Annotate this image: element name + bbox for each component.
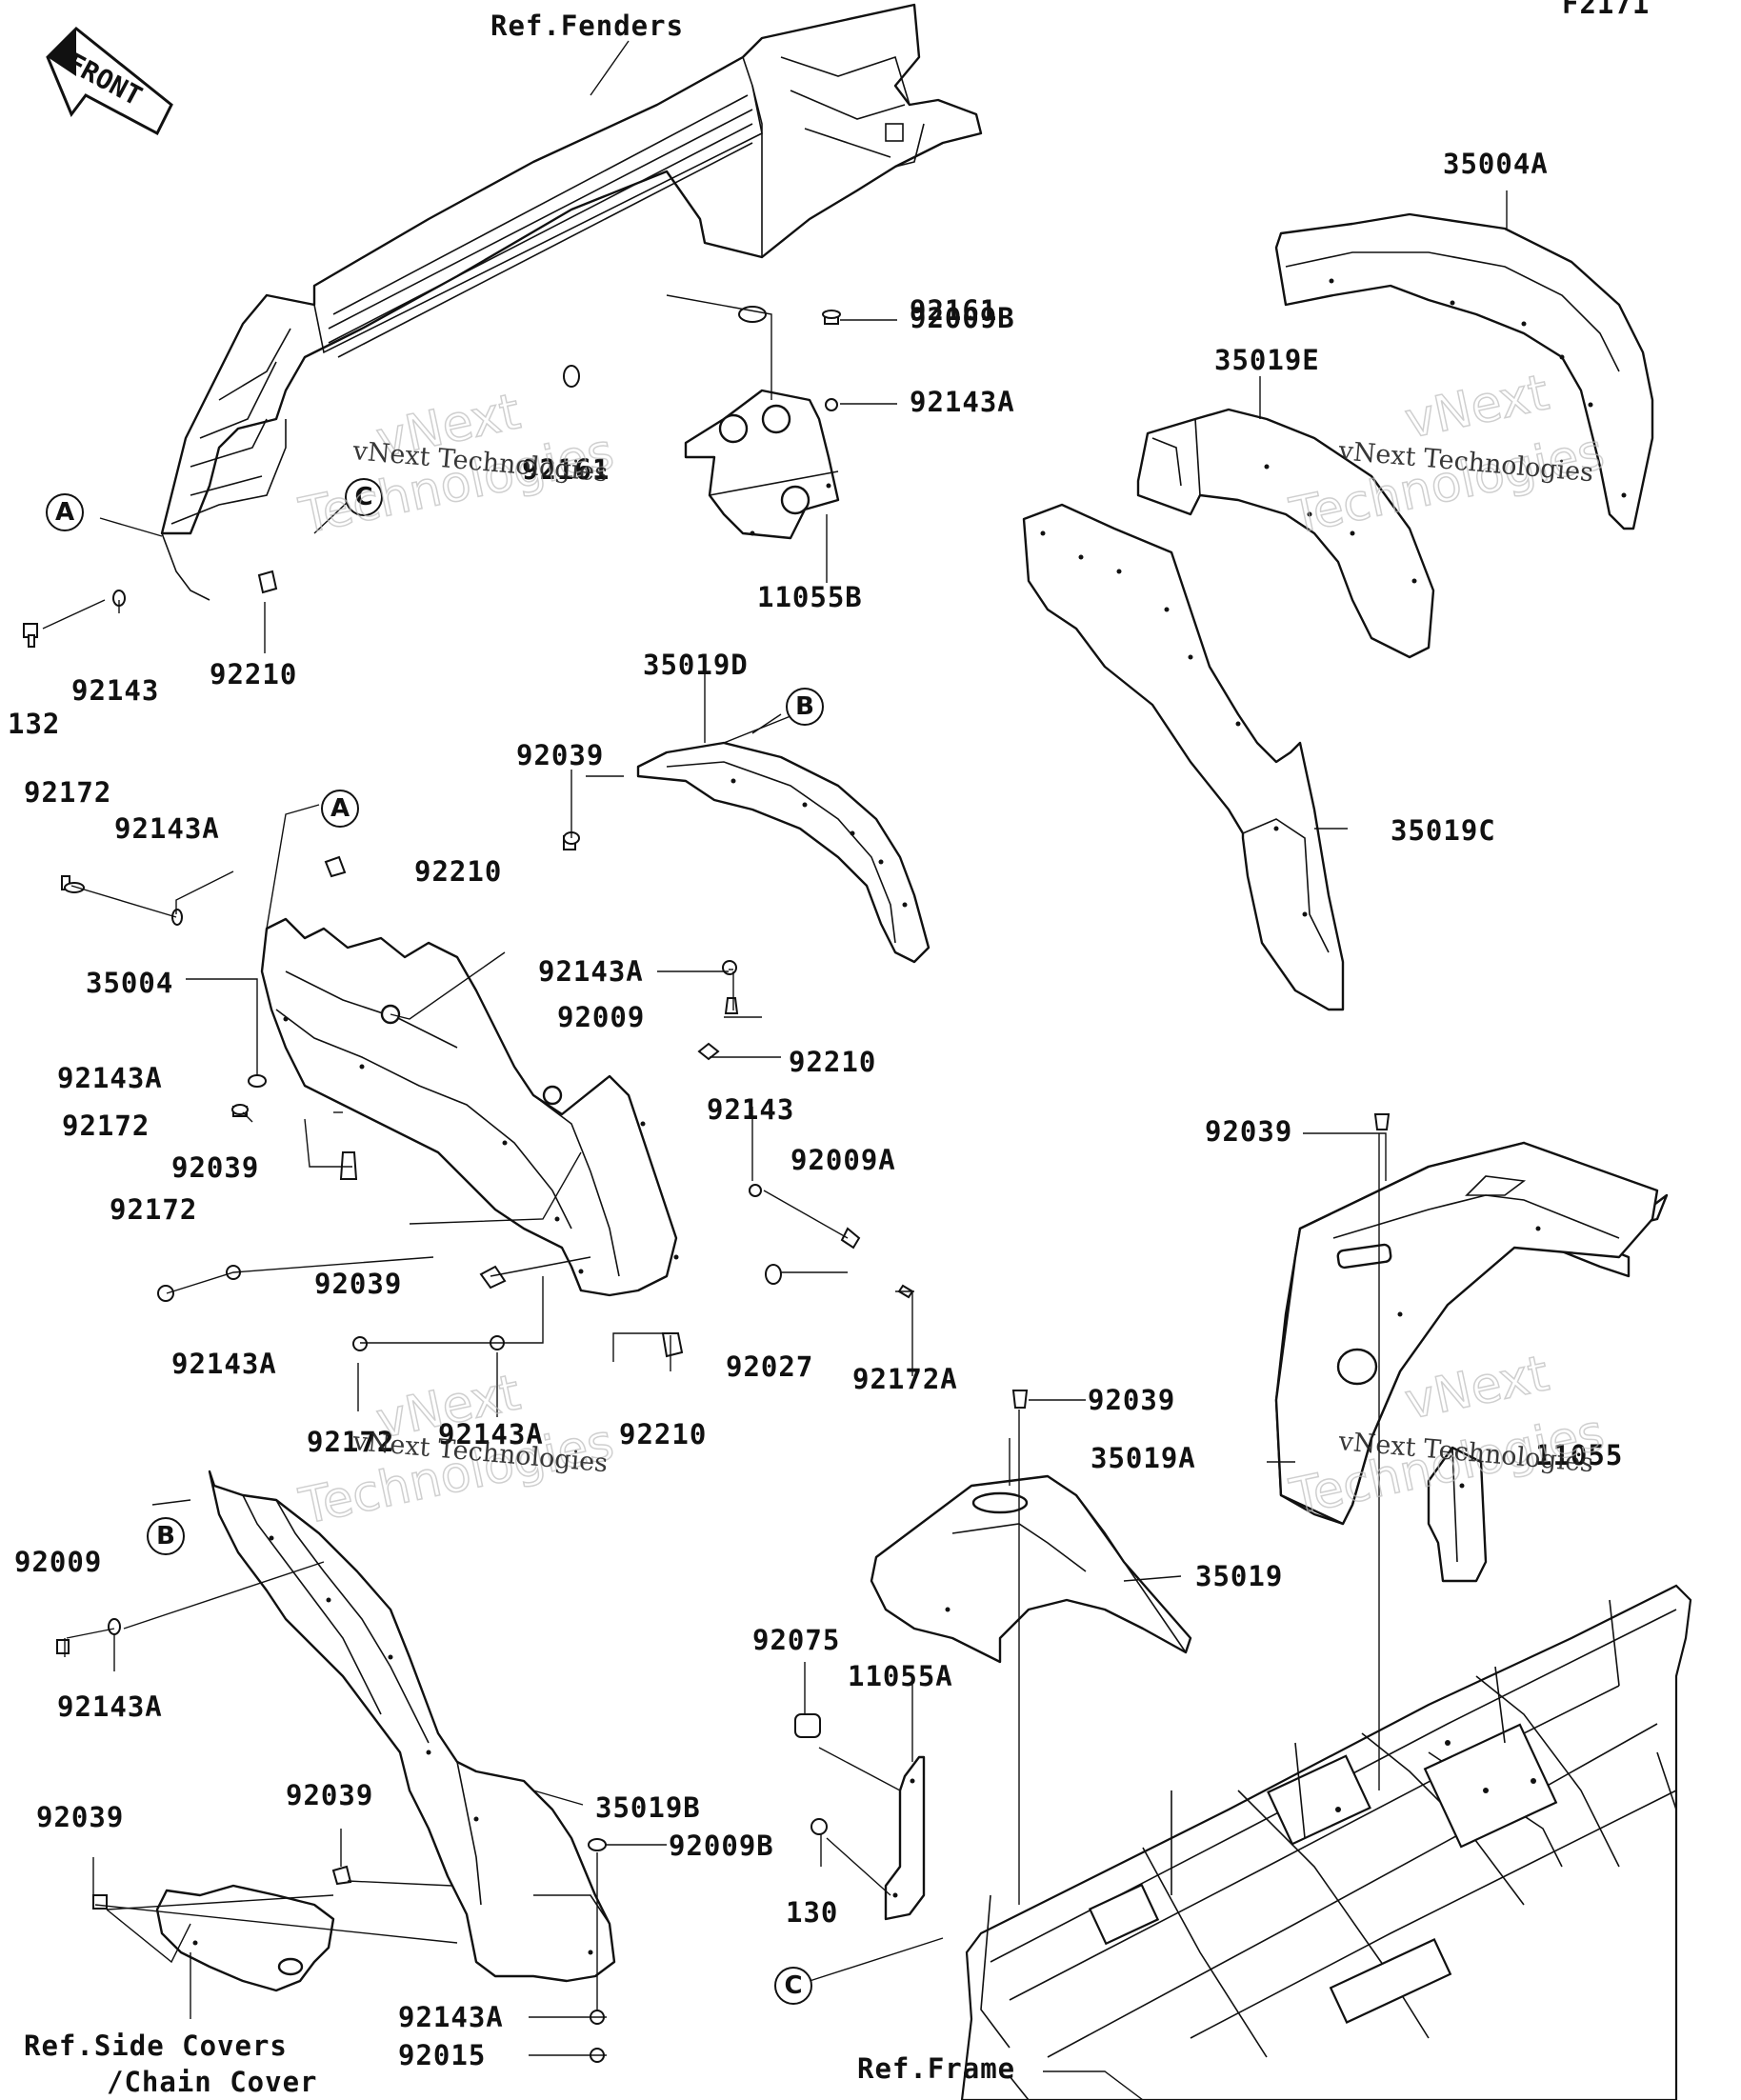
- hardware-items: [23, 306, 1391, 2063]
- part-label: 92009B: [910, 302, 1015, 334]
- part-label: 92210: [789, 1046, 876, 1078]
- part-label: 92039: [171, 1151, 259, 1184]
- ref-chain-cover-label: /Chain Cover: [107, 2066, 318, 2098]
- diagram-code: F2171: [1562, 0, 1650, 20]
- part-label: 92039: [36, 1801, 124, 1833]
- part-label: 92009A: [790, 1144, 896, 1176]
- fender-35019a: [1274, 1141, 1669, 1526]
- callout-a-top: A: [46, 493, 84, 531]
- part-label: 92172: [307, 1426, 394, 1458]
- part-label: 35004: [86, 967, 173, 999]
- part-label: 92172A: [852, 1363, 958, 1395]
- part-label: 11055: [1535, 1439, 1623, 1471]
- part-label: 92039: [314, 1268, 402, 1300]
- part-label: 92015: [398, 2039, 486, 2071]
- part-label: 92172: [62, 1110, 150, 1142]
- front-grille-assembly: [160, 3, 983, 601]
- part-label: 11055B: [757, 581, 863, 613]
- part-label: 92039: [516, 739, 604, 771]
- fender-35019e: [1136, 408, 1435, 659]
- part-label: 92009: [557, 1001, 645, 1033]
- side-cover-ref-part: [155, 1884, 335, 1992]
- part-label: 92027: [726, 1350, 813, 1383]
- ref-fenders-label: Ref.Fenders: [490, 10, 684, 42]
- part-label: 35019E: [1214, 344, 1320, 376]
- bracket-11055: [1427, 1446, 1488, 1583]
- part-label: 92210: [210, 658, 297, 690]
- watermark-top-left: vNext Technologies vNext Technologies: [294, 383, 620, 547]
- part-label: 92143A: [57, 1062, 163, 1094]
- part-label: 35019D: [643, 649, 749, 681]
- callout-c-top: C: [345, 478, 383, 516]
- fender-35019: [870, 1474, 1192, 1664]
- fender-35019c: [1022, 503, 1345, 1011]
- leader-lines: [42, 40, 1508, 2100]
- part-label: 92143: [707, 1093, 794, 1126]
- part-label: 92009: [14, 1546, 102, 1578]
- fender-35019b: [208, 1470, 616, 1983]
- callout-c-bottom: C: [774, 1967, 812, 2005]
- part-label: 92172: [24, 776, 111, 809]
- part-label: 130: [786, 1896, 838, 1929]
- part-label: 92143A: [398, 2001, 504, 2033]
- ref-side-covers-label: Ref.Side Covers: [24, 2030, 288, 2062]
- callout-a-mid: A: [321, 790, 359, 828]
- svg-text:B: B: [156, 1522, 175, 1550]
- part-label: 35019B: [595, 1791, 701, 1824]
- part-label: 92210: [414, 855, 502, 888]
- part-label: 35004A: [1443, 148, 1549, 180]
- fender-35004a: [1274, 212, 1654, 530]
- part-label: 92210: [619, 1418, 707, 1450]
- part-label: 35019: [1195, 1560, 1283, 1592]
- part-label: 132: [8, 708, 60, 740]
- part-label: 92161: [522, 453, 610, 486]
- fender-35004: [260, 917, 679, 1297]
- part-label: 92143A: [438, 1418, 544, 1450]
- bracket-11055a: [884, 1755, 926, 1921]
- svg-text:A: A: [330, 794, 350, 823]
- ref-frame-label: Ref.Frame: [857, 2052, 1015, 2085]
- front-arrow-icon: FRONT: [46, 26, 173, 136]
- callout-b-top: B: [723, 688, 824, 744]
- grommet-icon: [738, 306, 767, 323]
- part-label: 92143A: [910, 386, 1015, 418]
- part-label: 11055A: [848, 1660, 953, 1692]
- frame-assembly: [960, 1584, 1692, 2100]
- svg-text:C: C: [354, 483, 372, 511]
- part-label: 92039: [286, 1779, 373, 1811]
- part-label: 92039: [1088, 1384, 1175, 1416]
- part-labels: 92161 92009B 92143A 92161 11055B 35004A …: [8, 148, 1623, 2071]
- part-label: 92143A: [538, 955, 644, 988]
- part-label: 92143: [71, 674, 159, 707]
- part-label: 92172: [110, 1193, 197, 1226]
- fender-35019d: [636, 741, 931, 964]
- part-label: 92075: [752, 1624, 840, 1656]
- part-label: 92143A: [114, 812, 220, 845]
- part-label: 92161: [910, 294, 997, 327]
- part-label: 92039: [1205, 1115, 1292, 1148]
- svg-text:A: A: [55, 498, 74, 527]
- svg-text:B: B: [795, 692, 814, 721]
- part-label: 92143A: [57, 1690, 163, 1723]
- part-label: 92009B: [669, 1830, 774, 1862]
- part-label: 35019A: [1091, 1442, 1196, 1474]
- callout-b-bottom: B: [147, 1517, 185, 1555]
- part-label: 92143A: [171, 1348, 277, 1380]
- svg-text:C: C: [784, 1971, 802, 2000]
- bracket-11055b: [684, 389, 840, 540]
- part-label: 35019C: [1391, 814, 1496, 847]
